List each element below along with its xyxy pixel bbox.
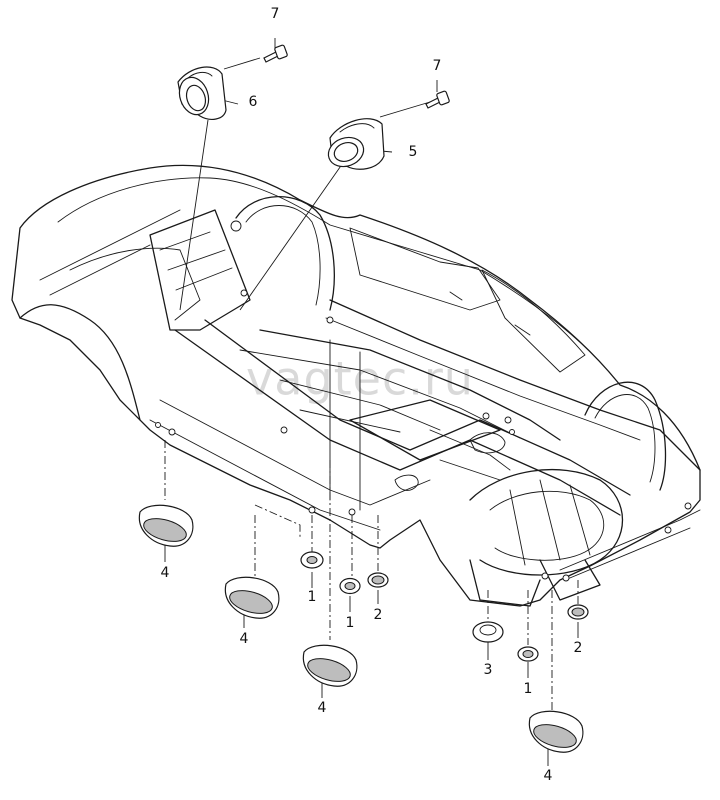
callout-4-c: 4 <box>318 700 327 716</box>
callout-1-c: 1 <box>524 681 533 697</box>
callout-7-upper: 7 <box>271 6 280 22</box>
callout-4-b: 4 <box>240 631 249 647</box>
part-4-plug-3 <box>302 644 358 687</box>
part-1-plug-a <box>300 551 324 569</box>
part-4-plug-4 <box>528 710 584 753</box>
callout-4-d: 4 <box>544 768 553 784</box>
callout-5: 5 <box>409 144 418 160</box>
callout-2-b: 2 <box>574 640 583 656</box>
callout-7-right: 7 <box>433 58 442 74</box>
callout-numbers: 7 7 6 5 4 4 4 4 1 1 1 2 2 3 <box>161 6 583 784</box>
callout-6: 6 <box>249 94 258 110</box>
part-6-drain-boot <box>177 66 227 120</box>
part-3-plug <box>472 621 504 643</box>
part-4-plug-2 <box>224 576 280 619</box>
part-7-screw-right <box>425 90 450 109</box>
part-1-plug-c <box>517 646 539 662</box>
callout-1-b: 1 <box>346 615 355 631</box>
part-1-plug-b <box>339 577 361 595</box>
vehicle-underbody <box>11 164 701 607</box>
leader-lines <box>164 38 579 766</box>
part-7-screw-upper <box>263 44 288 63</box>
callout-1-a: 1 <box>308 589 317 605</box>
callout-3: 3 <box>484 662 493 678</box>
part-2-grommet-a <box>367 572 389 588</box>
callout-2-a: 2 <box>374 607 383 623</box>
callout-4-a: 4 <box>161 565 170 581</box>
part-4-plug-1 <box>138 504 194 547</box>
part-5-drain-boot <box>327 118 385 170</box>
part-2-grommet-b <box>567 604 589 620</box>
